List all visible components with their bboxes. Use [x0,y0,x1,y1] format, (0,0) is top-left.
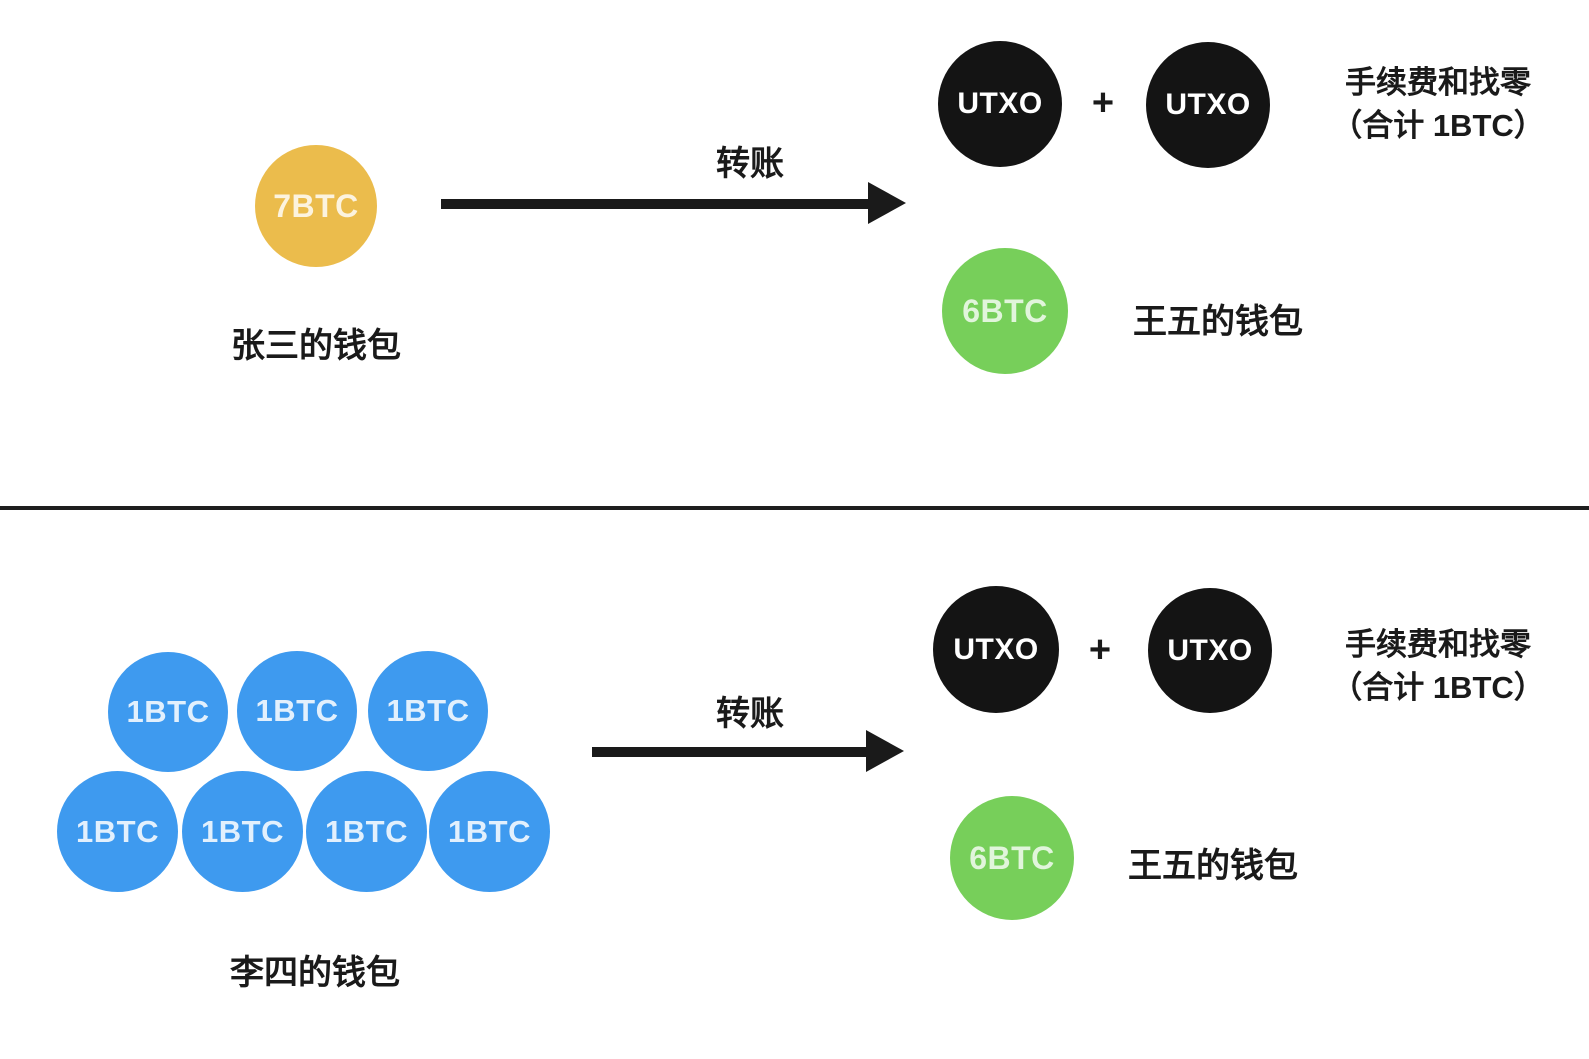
sender-wallet-label: 张三的钱包 [231,327,401,365]
output-coin-6btc: 6BTC [942,248,1068,374]
panel-divider [0,506,1589,510]
utxo-circle-left: UTXO [933,586,1059,713]
coin-value: 6BTC [969,839,1055,876]
output-coin-6btc: 6BTC [950,796,1074,920]
input-coin-1btc: 1BTC [368,651,488,771]
input-coin-1btc: 1BTC [306,771,427,892]
input-coin-1btc: 1BTC [108,652,228,772]
coin-value: 1BTC [448,813,531,849]
fee-line-2: （合计 1BTC） [1331,108,1545,143]
coin-value: 1BTC [255,693,339,728]
input-coin-7btc: 7BTC [255,145,377,267]
receiver-wallet-label: 王五的钱包 [1128,847,1298,885]
utxo-circle-right: UTXO [1148,588,1272,713]
coin-value: 1BTC [76,813,159,849]
utxo-text: UTXO [1165,88,1251,121]
sender-wallet-label: 李四的钱包 [230,954,400,992]
receiver-wallet-label: 王五的钱包 [1133,303,1303,341]
input-coin-1btc: 1BTC [429,771,550,892]
utxo-text: UTXO [953,632,1039,666]
transfer-arrow-head [868,182,906,224]
transfer-arrow-head [866,730,904,772]
coin-value: 6BTC [962,292,1048,329]
input-coin-1btc: 1BTC [237,651,357,771]
fee-and-change-label: 手续费和找零 （合计 1BTC） [1318,623,1558,709]
input-coin-1btc: 1BTC [57,771,178,892]
coin-value: 1BTC [201,813,284,849]
transfer-label: 转账 [716,695,784,733]
utxo-circle-right: UTXO [1146,42,1270,168]
coin-value: 7BTC [273,187,359,224]
plus-sign: + [1088,628,1112,671]
transfer-arrow-shaft [592,747,868,757]
plus-sign: + [1091,81,1115,124]
utxo-circle-left: UTXO [938,41,1062,167]
fee-line-1: 手续费和找零 [1345,627,1531,662]
fee-line-2: （合计 1BTC） [1331,670,1545,705]
transfer-label: 转账 [716,145,784,183]
coin-value: 1BTC [126,694,210,729]
fee-and-change-label: 手续费和找零 （合计 1BTC） [1318,61,1558,147]
transfer-arrow-shaft [441,199,870,209]
coin-value: 1BTC [325,813,408,849]
fee-line-1: 手续费和找零 [1345,65,1531,100]
input-coin-1btc: 1BTC [182,771,303,892]
utxo-text: UTXO [957,87,1043,120]
utxo-text: UTXO [1167,633,1253,667]
coin-value: 1BTC [386,693,470,728]
